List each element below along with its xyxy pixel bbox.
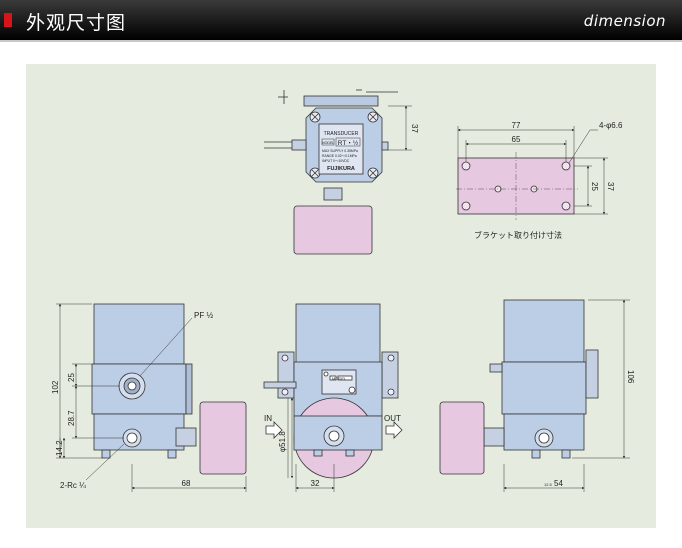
dim-102: 102 xyxy=(51,380,60,394)
nameplate-model-no: RT・½ xyxy=(338,139,359,147)
dimension-drawing: 37 TRANSDUCER MODEL RT・½ MAX SUPPLY 0.35… xyxy=(51,89,635,492)
nameplate-title: TRANSDUCER xyxy=(324,131,359,137)
dim-25-front: 25 xyxy=(67,373,76,382)
nameplate-model-tag: MODEL xyxy=(322,141,335,145)
label-out: OUT xyxy=(384,414,401,423)
nameplate-spec-1: MAX SUPPLY 0.35MPa xyxy=(322,149,358,153)
front-view xyxy=(56,303,247,492)
dim-12-5: 12.5 xyxy=(544,482,553,487)
side-nameplate-model: MODEL xyxy=(332,376,347,381)
dim-14-2: 14.2 xyxy=(55,440,64,456)
nameplate-maker: FUJIKURA xyxy=(327,166,355,172)
page-subtitle: dimension xyxy=(583,12,666,30)
rear-view xyxy=(439,299,630,492)
top-view xyxy=(264,89,412,255)
dim-holes: 4-φ6.6 xyxy=(599,121,623,130)
page-title: 外观尺寸图 xyxy=(26,12,127,34)
dim-106: 106 xyxy=(626,370,635,384)
dim-77: 77 xyxy=(512,121,521,130)
dim-68: 68 xyxy=(182,479,191,488)
drawing-panel: 37 TRANSDUCER MODEL RT・½ MAX SUPPLY 0.35… xyxy=(26,64,656,528)
header-divider xyxy=(0,40,682,42)
dim-dia: φ51.8 xyxy=(278,431,287,452)
dim-54: 54 xyxy=(554,479,563,488)
label-pf: PF ½ xyxy=(194,311,213,320)
bracket-caption: ブラケット取り付け寸法 xyxy=(474,230,562,240)
nameplate-spec-3: INPUT 0～10VDC xyxy=(322,159,350,163)
label-rc: 2-Rc ¼ xyxy=(60,481,86,490)
header-accent-bar xyxy=(4,13,12,27)
dim-32: 32 xyxy=(311,479,320,488)
dim-25: 25 xyxy=(590,182,599,191)
dim-37-top: 37 xyxy=(410,124,419,133)
page-header: 外观尺寸图 dimension xyxy=(0,0,682,42)
side-view xyxy=(263,303,403,492)
dim-37-bracket: 37 xyxy=(606,182,615,191)
dim-65: 65 xyxy=(512,135,521,144)
label-in: IN xyxy=(264,414,272,423)
dim-28-7: 28.7 xyxy=(67,410,76,426)
bracket-view xyxy=(456,126,608,220)
nameplate-spec-2: RANGE 0.02～0.1MPa xyxy=(322,154,357,158)
